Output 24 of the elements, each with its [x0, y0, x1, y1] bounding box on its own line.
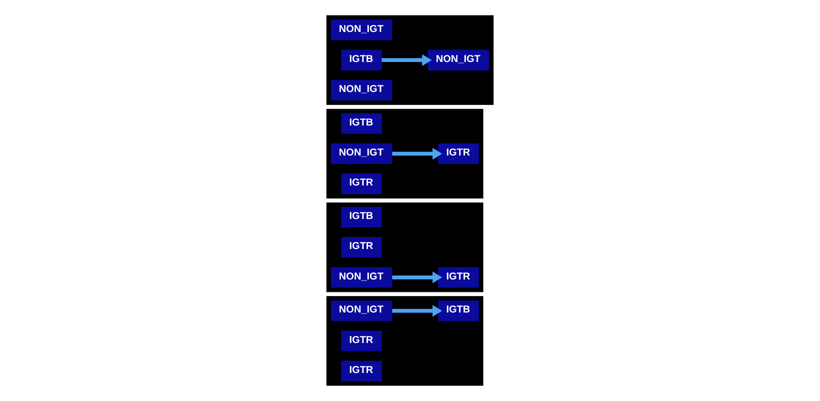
- node-box: NON_IGT: [330, 300, 392, 322]
- node-box: IGTB: [341, 50, 382, 70]
- node-box: NON_IGT: [330, 20, 392, 40]
- node-box: IGTB: [341, 113, 382, 134]
- node-box: NON_IGT: [330, 267, 392, 288]
- node-box: IGTR: [438, 267, 479, 288]
- node-box: NON_IGT: [330, 80, 392, 100]
- arrow: [382, 54, 432, 66]
- node-box: NON_IGT: [428, 50, 490, 70]
- cluster: [326, 202, 484, 292]
- node-box: IGTR: [341, 237, 382, 258]
- cluster: [326, 108, 484, 199]
- arrow: [392, 148, 442, 160]
- node-box: IGTB: [438, 300, 479, 322]
- cluster: [326, 296, 484, 386]
- arrow: [392, 304, 442, 317]
- node-box: IGTR: [341, 173, 382, 194]
- node-box: IGTR: [341, 360, 382, 382]
- cluster: [326, 15, 494, 105]
- arrow: [392, 272, 442, 284]
- node-box: NON_IGT: [330, 143, 392, 164]
- node-box: IGTR: [438, 143, 479, 164]
- node-box: IGTR: [341, 330, 382, 352]
- node-box: IGTB: [341, 206, 382, 228]
